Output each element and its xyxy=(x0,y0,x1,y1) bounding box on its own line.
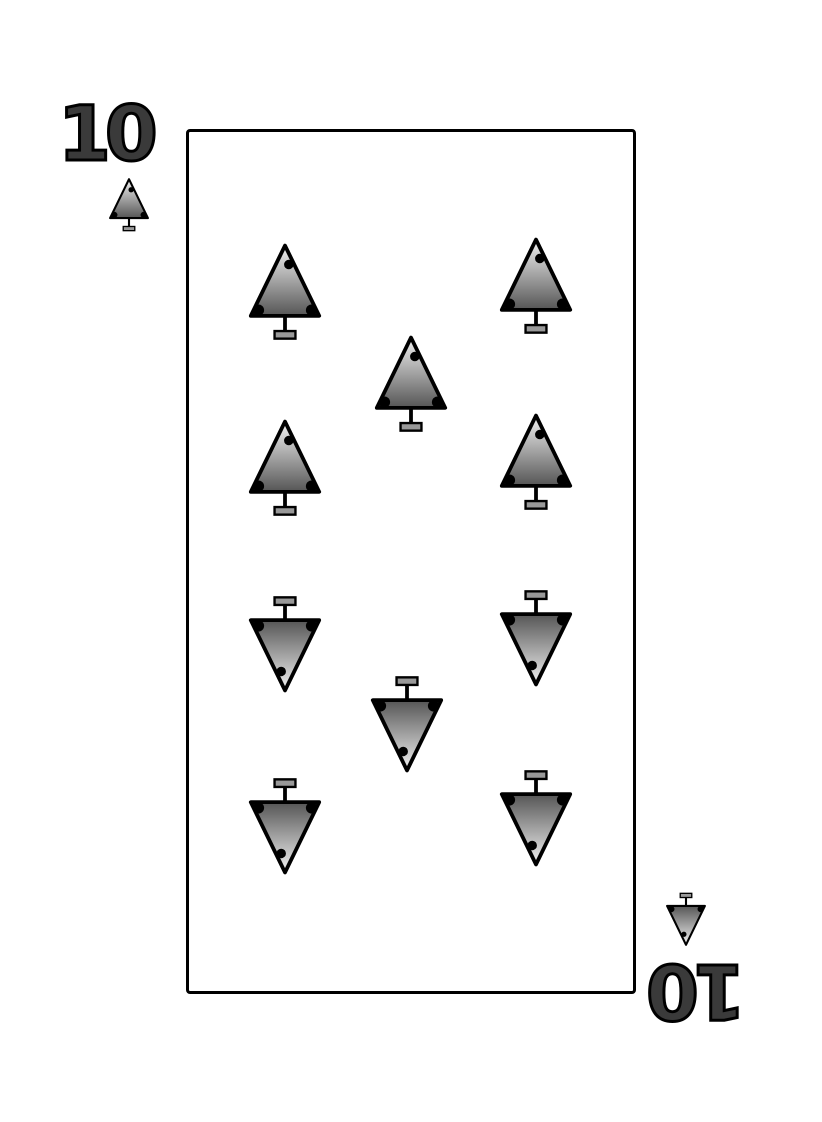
pip-icon-inverted xyxy=(247,588,323,696)
corner-pip-icon-bottom xyxy=(665,888,707,948)
pip-icon xyxy=(373,332,449,440)
pip-icon-inverted xyxy=(369,668,445,776)
pip-icon xyxy=(498,410,574,518)
pip-icon-inverted xyxy=(247,770,323,878)
pip-icon-inverted xyxy=(498,762,574,870)
pip-icon xyxy=(498,234,574,342)
pip-icon xyxy=(247,240,323,348)
corner-pip-icon-top xyxy=(108,176,150,236)
pip-icon-inverted xyxy=(498,582,574,690)
rank-bottom-right: 10 xyxy=(651,946,748,1038)
pip-icon xyxy=(247,416,323,524)
rank-top-left: 10 xyxy=(57,89,160,178)
card-frame xyxy=(186,129,636,994)
